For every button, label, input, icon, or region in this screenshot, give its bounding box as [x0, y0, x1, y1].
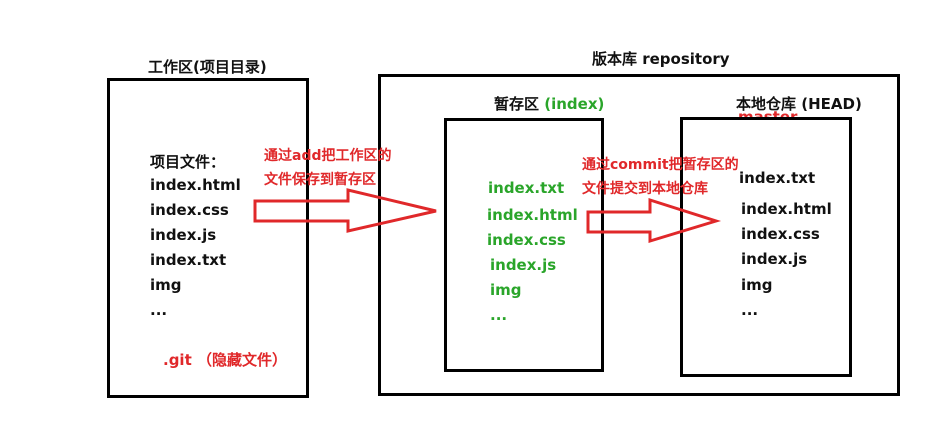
stage-file: index.txt: [488, 179, 565, 197]
workspace-file: index.js: [150, 226, 217, 244]
local-file: index.css: [741, 225, 820, 243]
stage-file: ...: [490, 306, 508, 324]
stage-title-index: (index): [544, 95, 605, 113]
workspace-title: 工作区(项目目录): [148, 58, 267, 76]
stage-title-label: 暂存区: [494, 95, 545, 113]
git-hidden-note: .git （隐藏文件）: [163, 351, 287, 369]
add-note-line1: 通过add把工作区的: [264, 148, 392, 164]
workspace-box: [107, 78, 309, 398]
local-file: index.txt: [739, 169, 816, 187]
local-file: index.html: [741, 200, 832, 218]
stage-file: index.html: [487, 206, 578, 224]
repository-title: 版本库 repository: [592, 50, 730, 68]
workspace-file: ...: [150, 301, 168, 319]
stage-title: 暂存区 (index): [494, 93, 604, 114]
commit-note-line2: 文件提交到本地仓库: [582, 181, 708, 197]
workspace-file: index.html: [150, 176, 241, 194]
stage-file: index.js: [490, 256, 557, 274]
stage-file: index.css: [487, 231, 566, 249]
workspace-file: img: [150, 276, 182, 294]
commit-arrow-note: 通过commit把暂存区的 文件提交到本地仓库: [582, 153, 739, 201]
workspace-file: index.txt: [150, 251, 227, 269]
add-note-line2: 文件保存到暂存区: [264, 172, 376, 188]
local-file: img: [741, 276, 773, 294]
local-title: 本地仓库 (HEAD): [736, 95, 862, 113]
local-file: index.js: [741, 250, 808, 268]
stage-file: img: [490, 281, 522, 299]
local-file: ...: [741, 301, 759, 319]
local-box: [680, 117, 852, 377]
add-arrow-note: 通过add把工作区的 文件保存到暂存区: [264, 144, 392, 192]
workspace-file: index.css: [150, 201, 229, 219]
stage-box: [444, 118, 604, 372]
commit-note-line1: 通过commit把暂存区的: [582, 157, 739, 173]
workspace-files-header: 项目文件：: [150, 153, 226, 171]
